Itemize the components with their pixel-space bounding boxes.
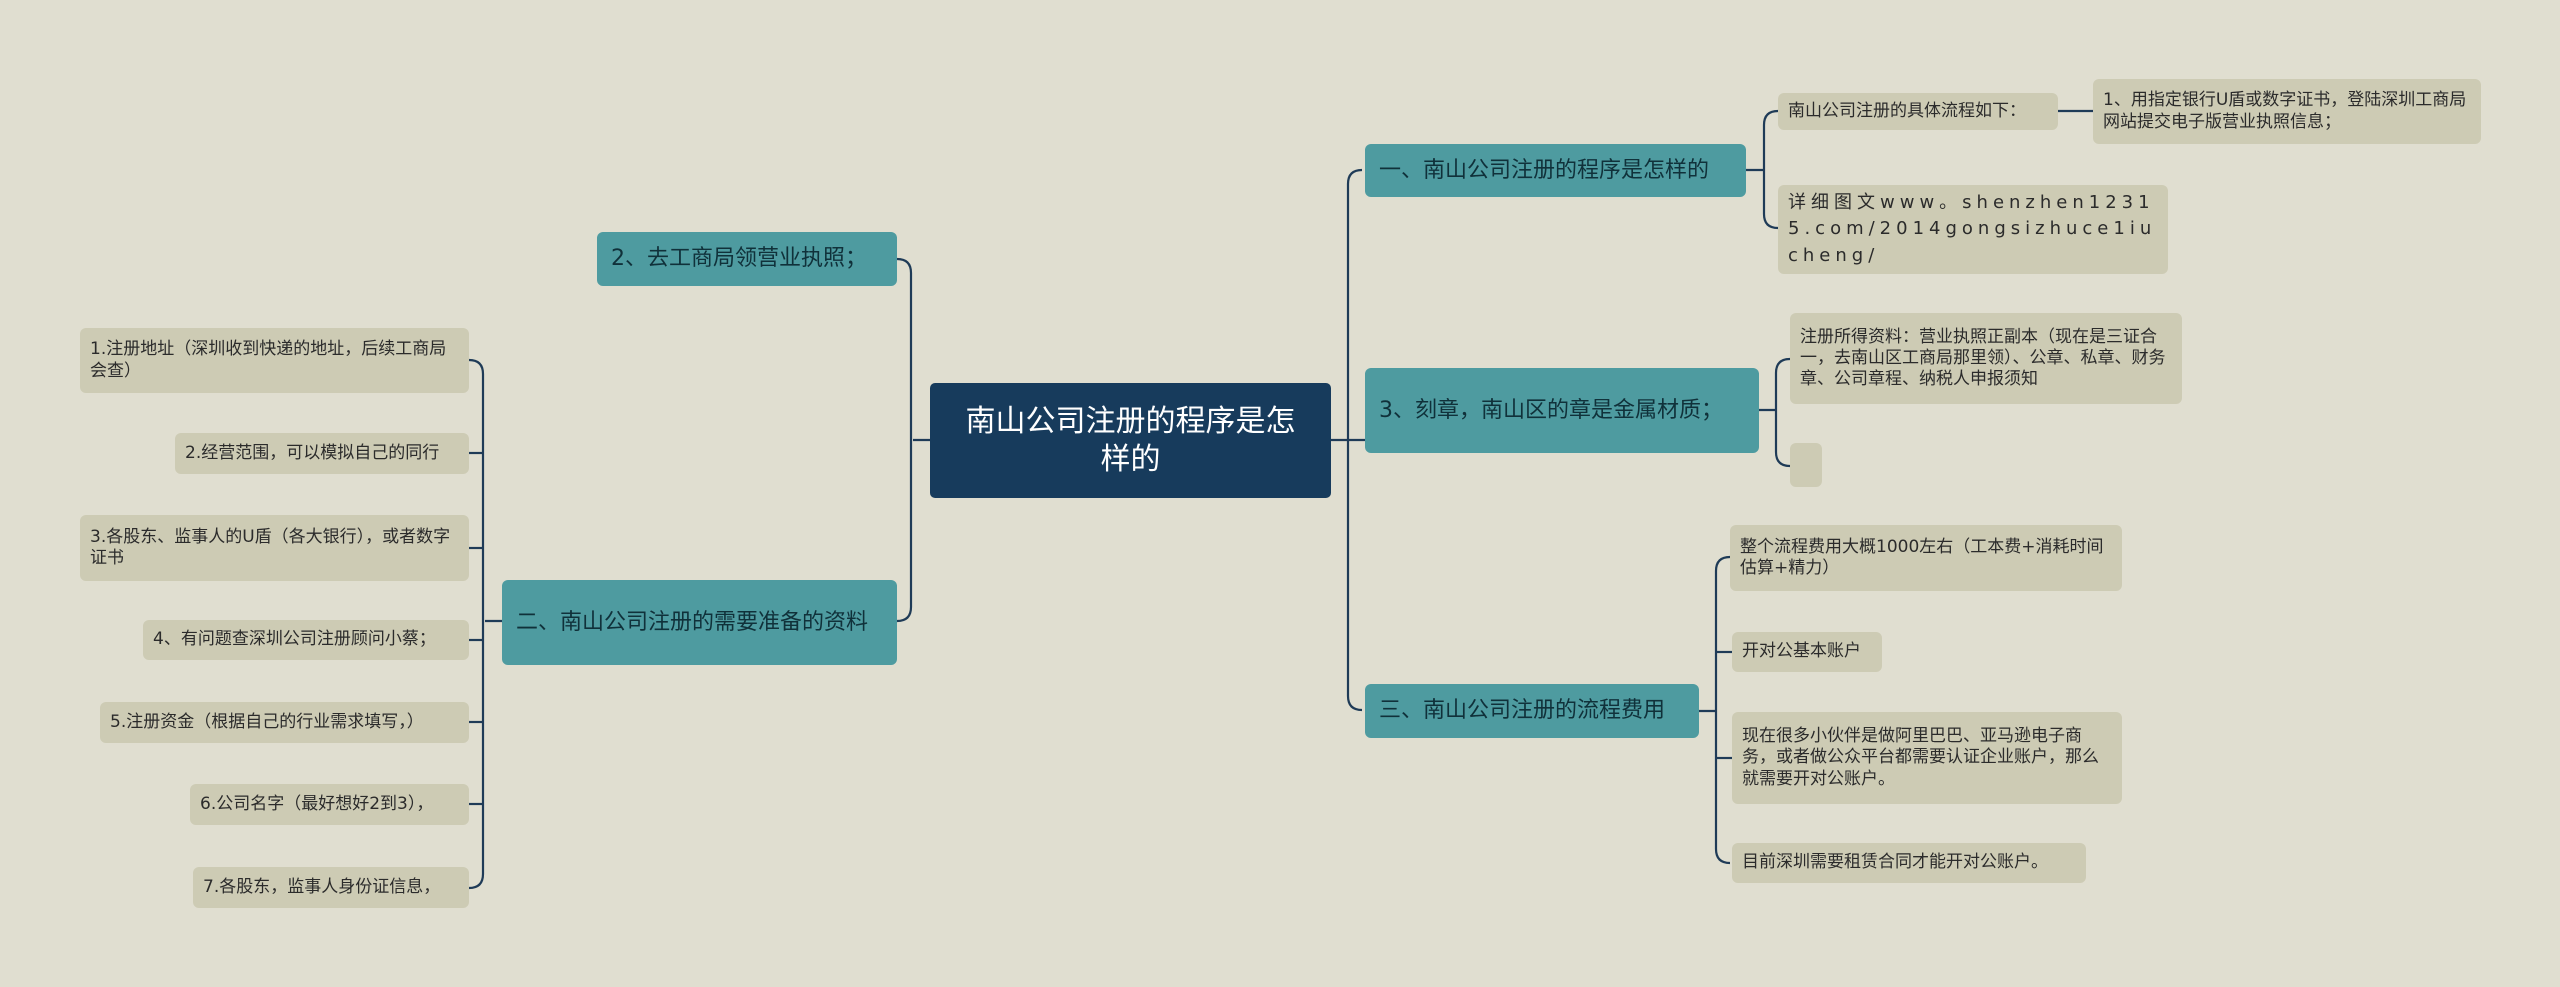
- branch-left-1[interactable]: 2、去工商局领营业执照；: [597, 232, 897, 286]
- leaf-cost-total-text: 整个流程费用大概1000左右（工本费+消耗时间估算+精力）: [1740, 536, 2104, 578]
- leaf-open-account[interactable]: 开对公基本账户: [1732, 632, 1882, 672]
- leaf-cost-total[interactable]: 整个流程费用大概1000左右（工本费+消耗时间估算+精力）: [1730, 525, 2122, 591]
- leaf-capital-text: 5.注册资金（根据自己的行业需求填写，）: [110, 711, 424, 732]
- connector-branch2-trunk: [1774, 357, 1791, 468]
- branch-left-2-label: 二、南山公司注册的需要准备的资料: [516, 609, 869, 635]
- leaf-ecommerce-note-text: 现在很多小伙伴是做阿里巴巴、亚马逊电子商务，或者做公众平台都需要认证企业账户，那…: [1742, 726, 2099, 789]
- connector-branch3-trunk: [1714, 555, 1731, 865]
- leaf-capital[interactable]: 5.注册资金（根据自己的行业需求填写，）: [100, 702, 469, 743]
- connector-left-trunk: [896, 257, 913, 623]
- leaf-materials-received-text: 注册所得资料：营业执照正副本（现在是三证合一，去南山区工商局那里领）、公章、私章…: [1800, 326, 2166, 390]
- leaf-consultant[interactable]: 4、有问题查深圳公司注册顾问小蔡；: [143, 620, 469, 660]
- leaf-reg-address[interactable]: 1.注册地址（深圳收到快递的地址，后续工商局会查）: [80, 328, 469, 393]
- leaf-lease-required[interactable]: 目前深圳需要租赁合同才能开对公账户。: [1732, 843, 2086, 883]
- branch-right-1[interactable]: 一、南山公司注册的程序是怎样的: [1365, 144, 1746, 197]
- leaf-company-name[interactable]: 6.公司名字（最好想好2到3），: [190, 784, 469, 825]
- leaf-business-scope[interactable]: 2.经营范围，可以模拟自己的同行: [175, 433, 469, 474]
- root-topic-label: 南山公司注册的程序是怎样的: [965, 404, 1296, 477]
- leaf-ukey-cert-text: 3.各股东、监事人的U盾（各大银行），或者数字证书: [90, 526, 451, 568]
- leaf-empty[interactable]: [1790, 443, 1822, 487]
- leaf-materials-received[interactable]: 注册所得资料：营业执照正副本（现在是三证合一，去南山区工商局那里领）、公章、私章…: [1790, 313, 2182, 404]
- leaf-business-scope-text: 2.经营范围，可以模拟自己的同行: [185, 442, 440, 463]
- root-topic[interactable]: 南山公司注册的程序是怎样的: [930, 383, 1331, 498]
- branch-right-3-label: 三、南山公司注册的流程费用: [1379, 698, 1666, 724]
- branch-right-2[interactable]: 3、刻章，南山区的章是金属材质；: [1365, 368, 1759, 453]
- leaf-ukey-cert[interactable]: 3.各股东、监事人的U盾（各大银行），或者数字证书: [80, 515, 469, 581]
- connector-branch1-trunk: [1762, 109, 1779, 230]
- leaf-detail-url[interactable]: 详细图文www。shenzhen12315.com/2014gongsizhuc…: [1778, 185, 2168, 274]
- leaf-lease-required-text: 目前深圳需要租赁合同才能开对公账户。: [1742, 852, 2048, 873]
- connector-left-branch2-trunk: [468, 358, 485, 890]
- leaf-id-info-text: 7.各股东，监事人身份证信息，: [203, 876, 441, 897]
- leaf-process-step1-text: 1、用指定银行U盾或数字证书，登陆深圳工商局网站提交电子版营业执照信息；: [2103, 90, 2467, 132]
- leaf-id-info[interactable]: 7.各股东，监事人身份证信息，: [193, 867, 469, 908]
- leaf-process-intro[interactable]: 南山公司注册的具体流程如下：: [1778, 93, 2058, 130]
- branch-right-2-label: 3、刻章，南山区的章是金属材质；: [1379, 397, 1723, 423]
- branch-left-1-label: 2、去工商局领营业执照；: [611, 246, 867, 272]
- branch-right-1-label: 一、南山公司注册的程序是怎样的: [1379, 157, 1710, 183]
- leaf-open-account-text: 开对公基本账户: [1742, 641, 1861, 662]
- leaf-ecommerce-note[interactable]: 现在很多小伙伴是做阿里巴巴、亚马逊电子商务，或者做公众平台都需要认证企业账户，那…: [1732, 712, 2122, 804]
- leaf-process-intro-text: 南山公司注册的具体流程如下：: [1788, 100, 2026, 121]
- branch-right-3[interactable]: 三、南山公司注册的流程费用: [1365, 684, 1699, 738]
- leaf-reg-address-text: 1.注册地址（深圳收到快递的地址，后续工商局会查）: [90, 339, 447, 381]
- leaf-consultant-text: 4、有问题查深圳公司注册顾问小蔡；: [153, 629, 436, 650]
- leaf-process-step1[interactable]: 1、用指定银行U盾或数字证书，登陆深圳工商局网站提交电子版营业执照信息；: [2093, 79, 2481, 144]
- leaf-company-name-text: 6.公司名字（最好想好2到3），: [200, 793, 434, 814]
- leaf-detail-url-text: 详细图文www。shenzhen12315.com/2014gongsizhuc…: [1788, 192, 2157, 266]
- branch-left-2[interactable]: 二、南山公司注册的需要准备的资料: [502, 580, 897, 665]
